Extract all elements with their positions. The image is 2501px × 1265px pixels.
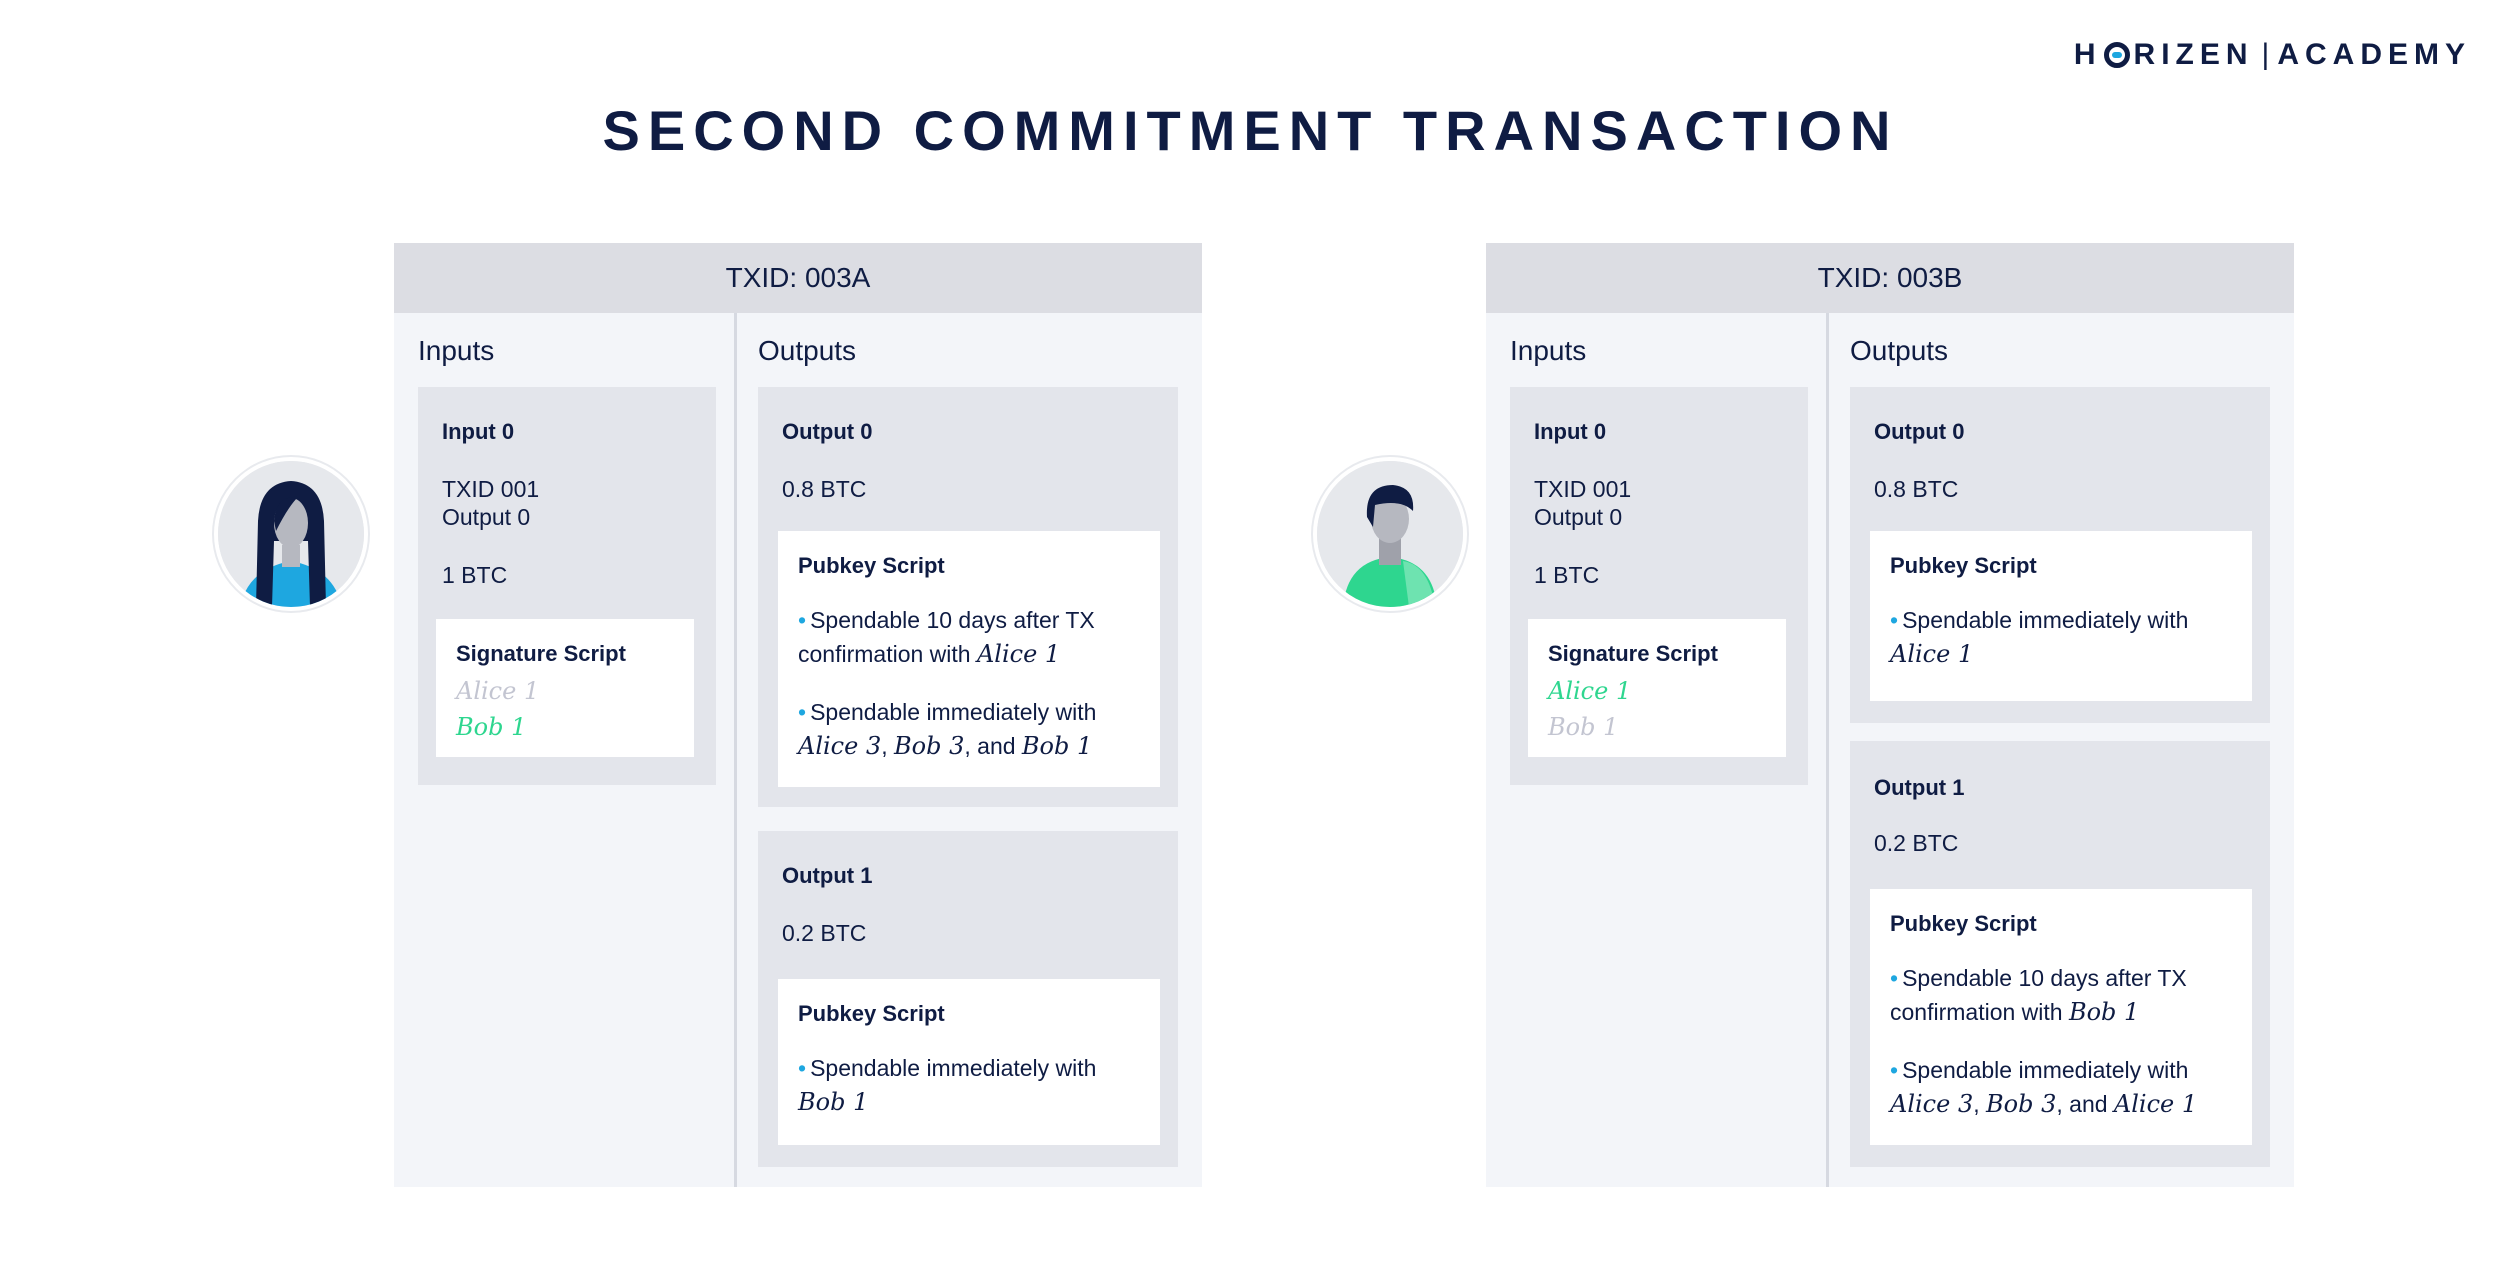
inputs-label: Inputs: [418, 335, 495, 366]
condition-text: Spendable immediately with: [810, 1055, 1097, 1081]
bullet-dot-icon: •: [1890, 1057, 1899, 1083]
tx-header: TXID: 003B: [1486, 243, 2294, 313]
bullet-dot-icon: •: [798, 1055, 807, 1081]
script-condition: •Spendable immediately with Alice 1: [1890, 603, 2238, 671]
logo-text-rizen: RIZEN: [2133, 38, 2254, 71]
input-output-ref: Output 0: [1534, 504, 1623, 530]
input-output-ref: Output 0: [442, 504, 531, 530]
pubkey-script-title: Pubkey Script: [798, 1001, 945, 1026]
output-0-panel: Output 0 0.8 BTC Pubkey Script •Spendabl…: [1850, 387, 2270, 723]
output-1-panel: Output 1 0.2 BTC Pubkey Script •Spendabl…: [1850, 741, 2270, 1167]
bullet-dot-icon: •: [798, 699, 807, 725]
output-amount: 0.8 BTC: [782, 476, 867, 502]
bullet-dot-icon: •: [798, 607, 807, 633]
signature-script-title: Signature Script: [1548, 641, 1718, 666]
conjunction: and: [977, 733, 1016, 759]
horizen-academy-logo: H RIZEN | ACADEMY: [2074, 38, 2471, 72]
output-title: Output 1: [1874, 775, 1965, 800]
input-0-panel: Input 0 TXID 001 Output 0 1 BTC Signatur…: [1510, 387, 1808, 785]
signature-bob: Bob 1: [1548, 713, 1619, 741]
signature-bob: Bob 1: [2068, 998, 2140, 1026]
signature-alice: Alice 1: [456, 677, 540, 705]
output-0-panel: Output 0 0.8 BTC Pubkey Script •Spendabl…: [758, 387, 1178, 807]
output-amount: 0.2 BTC: [1874, 830, 1959, 856]
signature-alice: Alice 1: [1890, 640, 1974, 668]
signature-script-card: Signature Script Alice 1 Bob 1: [1528, 619, 1786, 757]
script-condition: •Spendable 10 days after TX confirmation…: [798, 603, 1146, 671]
script-condition: •Spendable immediately with Alice 3, Bob…: [1890, 1057, 2198, 1118]
signature-script-title: Signature Script: [456, 641, 626, 666]
transaction-003a: TXID: 003A Inputs Outputs Input 0 TXID 0…: [394, 243, 1202, 1187]
condition-text: Spendable 10 days after TX: [810, 607, 1095, 633]
signature-alice: Alice 1: [1548, 677, 1632, 705]
bullet-dot-icon: •: [1890, 965, 1899, 991]
condition-text: Spendable immediately with: [810, 699, 1097, 725]
signature-bob: Bob 3: [1986, 1090, 2057, 1118]
output-title: Output 0: [782, 419, 873, 444]
pubkey-script-card: Pubkey Script •Spendable immediately wit…: [778, 979, 1160, 1145]
outputs-label: Outputs: [758, 335, 857, 366]
output-amount: 0.8 BTC: [1874, 476, 1959, 502]
inputs-label: Inputs: [1510, 335, 1587, 366]
input-title: Input 0: [442, 419, 515, 444]
tx-header: TXID: 003A: [394, 243, 1202, 313]
signature-alice: Alice 3: [1890, 1090, 1974, 1118]
signature-bob: Bob 3: [894, 732, 965, 760]
logo-separator: |: [2261, 38, 2270, 71]
column-divider: [734, 313, 737, 1187]
script-condition: •Spendable immediately with Bob 1: [798, 1051, 1146, 1119]
input-title: Input 0: [1534, 419, 1607, 444]
input-0-panel: Input 0 TXID 001 Output 0 1 BTC Signatur…: [418, 387, 716, 785]
bullet-dot-icon: •: [1890, 607, 1899, 633]
logo-o-icon: [2103, 42, 2130, 68]
output-amount: 0.2 BTC: [782, 920, 867, 946]
condition-text: Spendable 10 days after TX: [1902, 965, 2187, 991]
condition-text: Spendable immediately with: [1902, 1057, 2189, 1083]
bob-avatar-icon: [1313, 457, 1467, 611]
conjunction: and: [2069, 1091, 2108, 1117]
output-title: Output 0: [1874, 419, 1965, 444]
signature-bob: Bob 1: [456, 713, 527, 741]
alice-avatar-icon: [214, 457, 368, 611]
signature-script-card: Signature Script Alice 1 Bob 1: [436, 619, 694, 757]
input-amount: 1 BTC: [1534, 562, 1600, 588]
condition-text: Spendable immediately with: [1902, 607, 2189, 633]
script-condition: •Spendable immediately with Alice 3, Bob…: [798, 699, 1097, 760]
logo-text-h: H: [2073, 38, 2102, 71]
signature-alice: Alice 1: [976, 640, 1061, 668]
pubkey-script-title: Pubkey Script: [798, 553, 945, 578]
transaction-003b: TXID: 003B Inputs Outputs Input 0 TXID 0…: [1486, 243, 2294, 1187]
condition-text-2: confirmation with: [1890, 999, 2063, 1025]
outputs-label: Outputs: [1850, 335, 1949, 366]
condition-text-2: confirmation with: [798, 641, 971, 667]
input-amount: 1 BTC: [442, 562, 508, 588]
output-1-panel: Output 1 0.2 BTC Pubkey Script •Spendabl…: [758, 831, 1178, 1167]
column-divider: [1826, 313, 1829, 1187]
script-condition: •Spendable 10 days after TX confirmation…: [1890, 961, 2238, 1029]
signature-bob: Bob 1: [798, 1088, 869, 1116]
signature-alice: Alice 1: [2113, 1090, 2198, 1118]
pubkey-script-card: Pubkey Script •Spendable 10 days after T…: [1870, 889, 2252, 1145]
signature-alice: Alice 3: [798, 732, 882, 760]
pubkey-script-title: Pubkey Script: [1890, 911, 2037, 936]
pubkey-script-card: Pubkey Script •Spendable 10 days after T…: [778, 531, 1160, 787]
page-title: SECOND COMMITMENT TRANSACTION: [602, 99, 1899, 162]
pubkey-script-card: Pubkey Script •Spendable immediately wit…: [1870, 531, 2252, 701]
output-title: Output 1: [782, 863, 873, 888]
logo-text-academy: ACADEMY: [2277, 38, 2471, 71]
signature-bob: Bob 1: [1021, 732, 1093, 760]
pubkey-script-title: Pubkey Script: [1890, 553, 2037, 578]
input-txid: TXID 001: [442, 476, 540, 502]
input-txid: TXID 001: [1534, 476, 1632, 502]
